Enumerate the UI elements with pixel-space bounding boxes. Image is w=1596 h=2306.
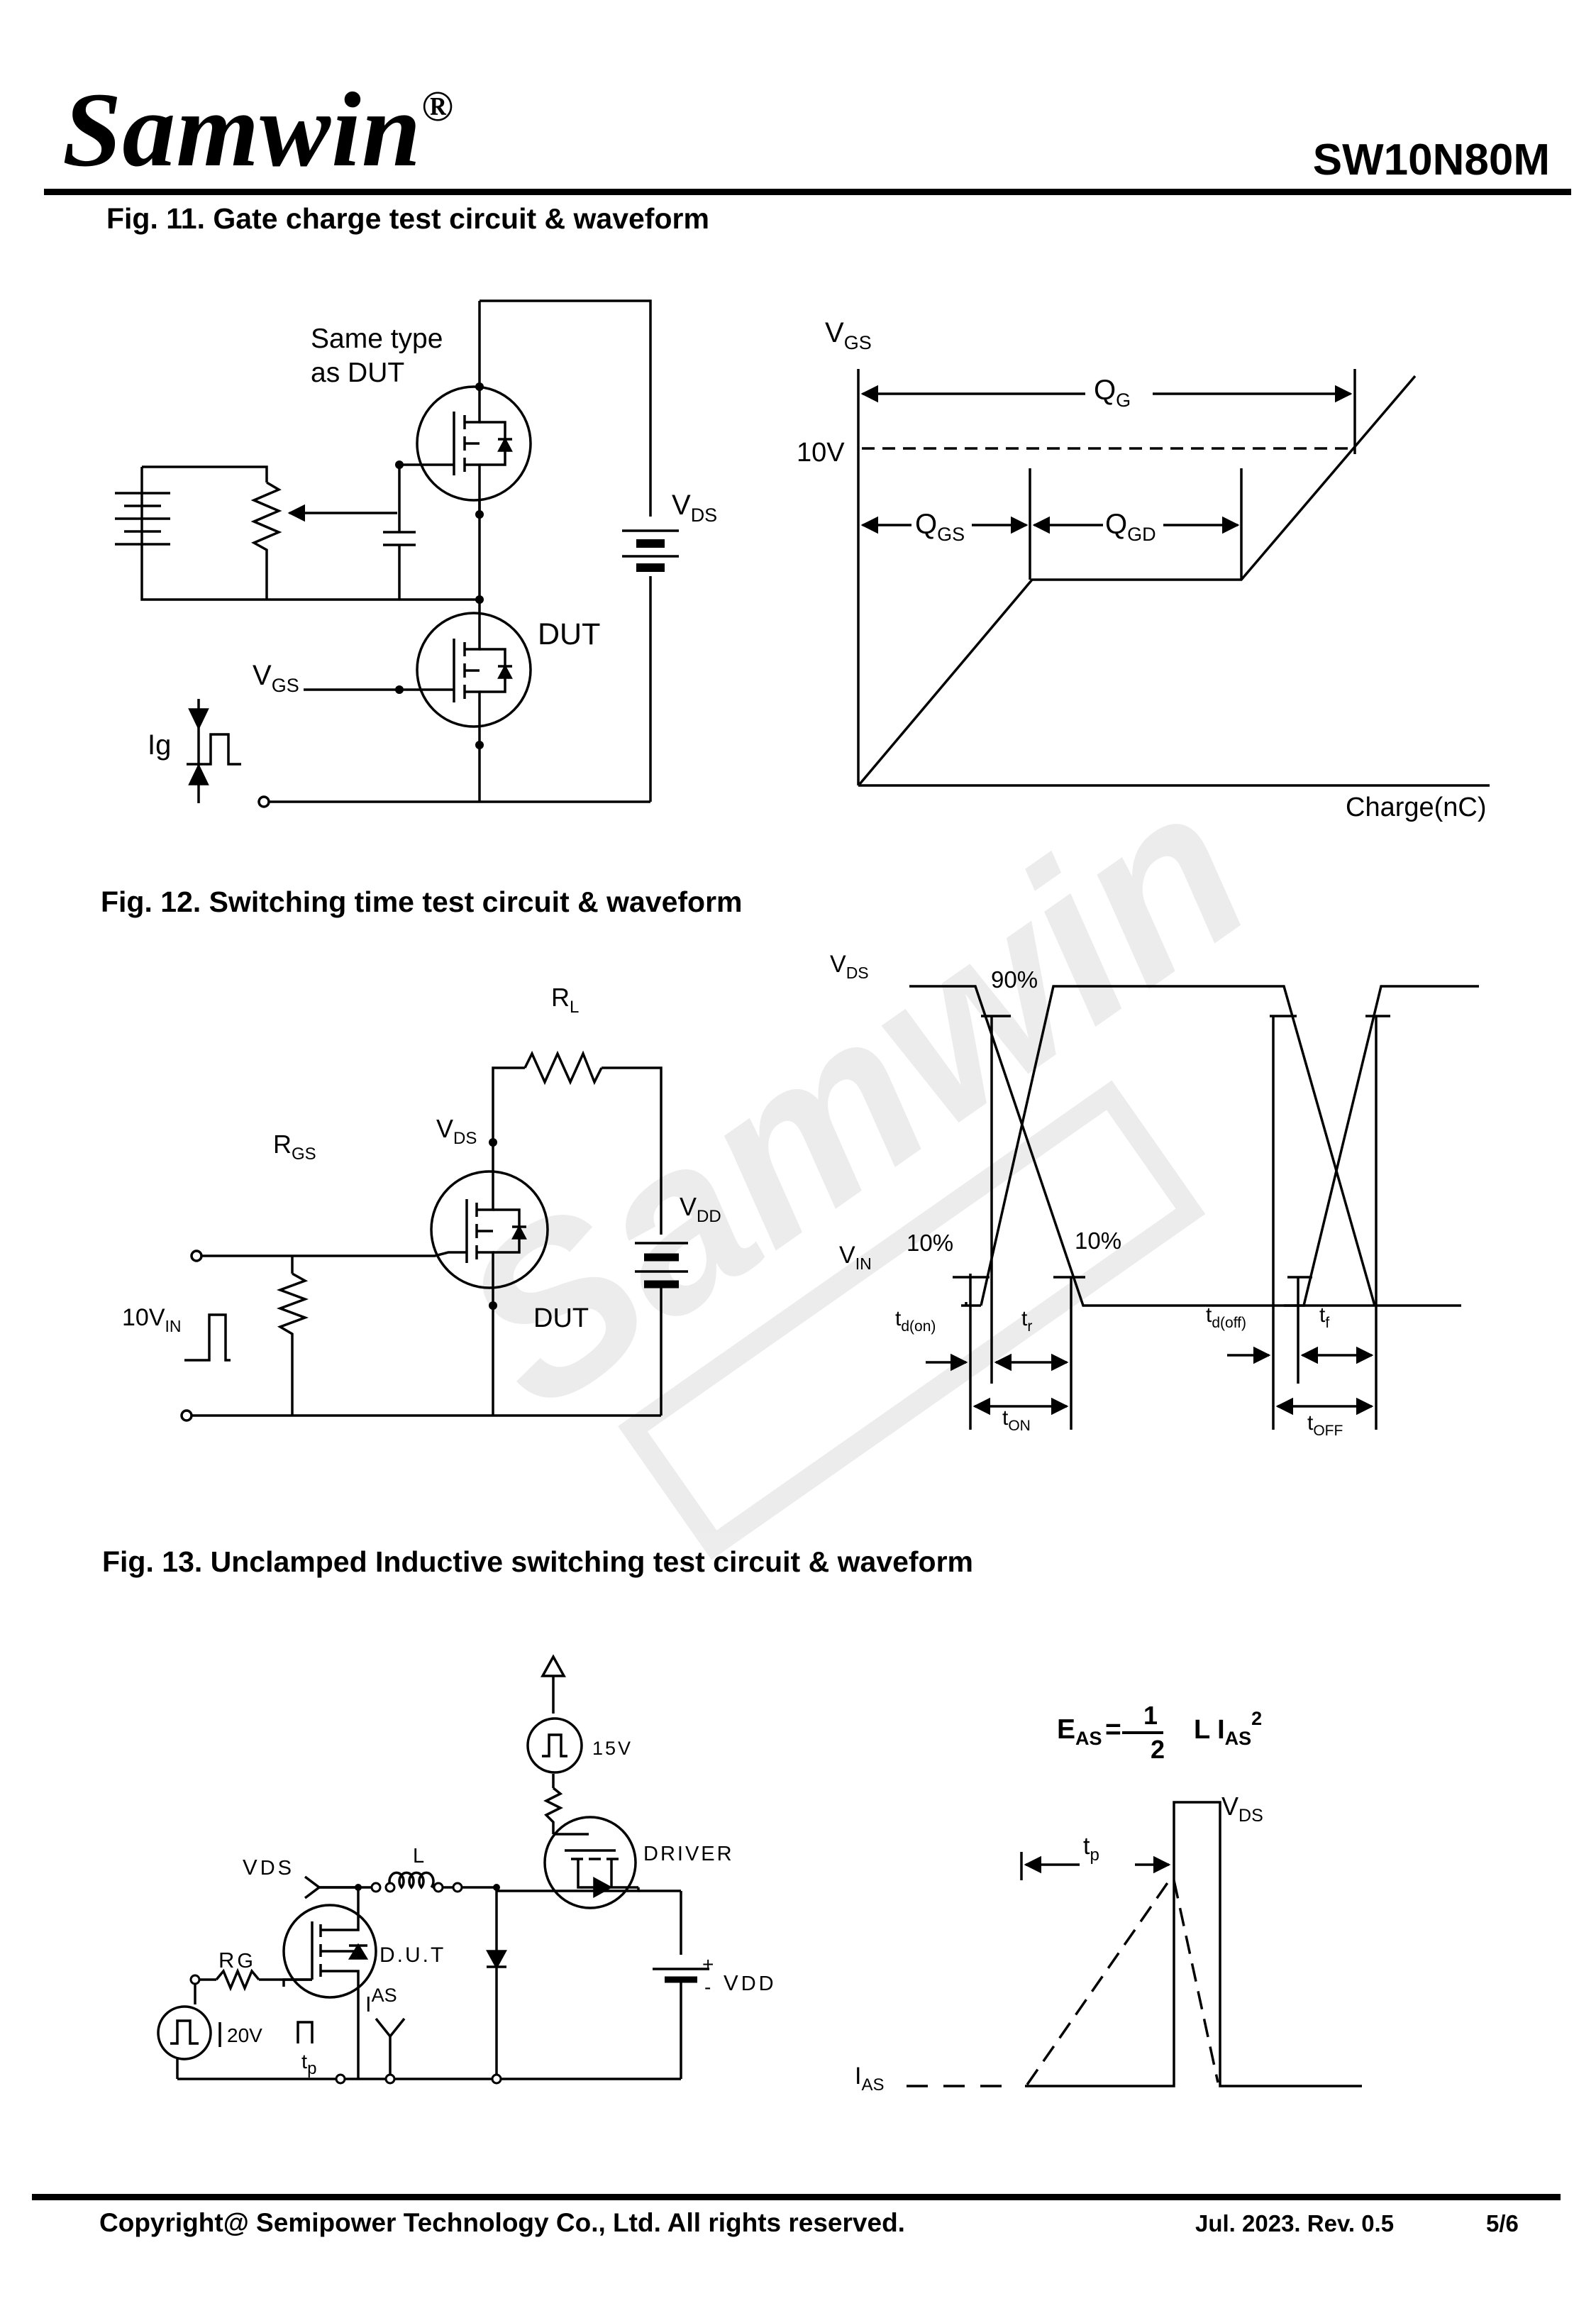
fig11-junctions [395, 382, 484, 749]
fig13-plus: + [702, 1953, 714, 1975]
fig11-waveform [857, 369, 1490, 787]
fig13-vdd: VDD [724, 1970, 777, 1995]
fig12-vdd: VDD [680, 1192, 721, 1226]
fig12-vin-src: 10VIN [122, 1304, 182, 1335]
fig13-20v: 20V [227, 2024, 262, 2046]
fig13-dut: D.U.T [379, 1943, 445, 1967]
revision-text: Jul. 2023. Rev. 0.5 [1195, 2210, 1395, 2236]
part-number: SW10N80M [1312, 136, 1550, 184]
fig13-waveform [907, 1731, 1362, 2087]
fig13-vds: VDS [243, 1855, 294, 1880]
fig11-qgd: QGD [1105, 509, 1156, 545]
fig12-ton: tON [1002, 1406, 1031, 1434]
fig12-rgs: RGS [273, 1130, 316, 1164]
fig11-same-type-2: as DUT [311, 358, 404, 388]
fig13-junctions [355, 1884, 500, 1891]
fig11-dut-label: DUT [538, 617, 600, 651]
fig13-wave-tp: tp [1083, 1833, 1099, 1865]
fig13-minus: - [704, 1976, 711, 1998]
header-rule [44, 189, 1571, 195]
fig13-circuit [157, 1654, 709, 2080]
fig12-circuit [184, 1050, 688, 1417]
fig11-vgs-label: VGS [253, 660, 299, 696]
fig12-waveform [909, 985, 1479, 1430]
fig13-eq-den: 2 [1151, 1735, 1165, 1764]
fig12-terminals [180, 1249, 203, 1422]
registered-mark: ® [421, 83, 455, 130]
fig12-dut: DUT [533, 1303, 589, 1333]
fig13-terminals [189, 1882, 502, 2085]
fig12-tr: tr [1021, 1307, 1032, 1335]
fig12-wave-vin: VIN [839, 1242, 872, 1273]
fig12-td-off: td(off) [1206, 1303, 1246, 1331]
fig13-15v: 15V [592, 1738, 633, 1759]
fig11-title: Fig. 11. Gate charge test circuit & wave… [106, 202, 709, 235]
fig11-x-axis: Charge(nC) [1346, 793, 1487, 822]
fig13-wave-vds: VDS [1221, 1792, 1263, 1826]
watermark: Samwin [416, 736, 1291, 1560]
fig11-10v: 10V [797, 438, 845, 468]
fig12-10pct-b: 10% [1075, 1228, 1121, 1254]
fig11-terminals [257, 795, 270, 808]
fig12-wave-vds: VDS [830, 951, 869, 982]
fig13-wave-ias: IAS [855, 2063, 884, 2095]
fig12-vds: VDS [436, 1114, 477, 1148]
brand-name: Samwin [62, 71, 422, 189]
svg-text:Samwin: Samwin [416, 736, 1291, 1458]
fig13-ias: IAS [365, 1985, 397, 2017]
fig13-eq-l-ias: L IAS2 [1194, 1708, 1262, 1749]
fig13-eq-num: 1 [1143, 1701, 1158, 1730]
fig11-vds-label: VDS [672, 490, 717, 526]
fig13-tp: tp [301, 2051, 316, 2078]
fig13-rg: RG [218, 1948, 256, 1973]
fig13-l: L [413, 1845, 424, 1868]
fig13-eq-sign: = [1105, 1714, 1121, 1745]
fig11-qg: QG [1094, 375, 1131, 411]
fig12-title: Fig. 12. Switching time test circuit & w… [101, 886, 743, 918]
fig13-driver: DRIVER [643, 1843, 734, 1865]
fig11-same-type-1: Same type [311, 324, 443, 354]
brand-logo: Samwin® [62, 77, 454, 183]
fig12-rl: RL [551, 983, 579, 1017]
fig11-qgs: QGS [915, 509, 965, 545]
fig11-circuit [115, 299, 679, 803]
fig11-wave-vgs: VGS [825, 317, 872, 353]
fig12-toff: tOFF [1307, 1411, 1343, 1439]
fig12-td-on: td(on) [895, 1307, 936, 1335]
fig11-ig-label: Ig [148, 729, 171, 761]
copyright-text: Copyright@ Semipower Technology Co., Ltd… [99, 2208, 905, 2237]
footer-rule [32, 2194, 1561, 2200]
page-number: 5/6 [1486, 2210, 1519, 2236]
fig13-eas: EAS [1057, 1714, 1102, 1749]
fig13-title: Fig. 13. Unclamped Inductive switching t… [102, 1545, 973, 1578]
fig12-90pct: 90% [991, 966, 1038, 993]
fig12-tf: tf [1319, 1303, 1329, 1331]
fig12-junctions [489, 1138, 497, 1310]
fig12-10pct-a: 10% [907, 1230, 953, 1256]
